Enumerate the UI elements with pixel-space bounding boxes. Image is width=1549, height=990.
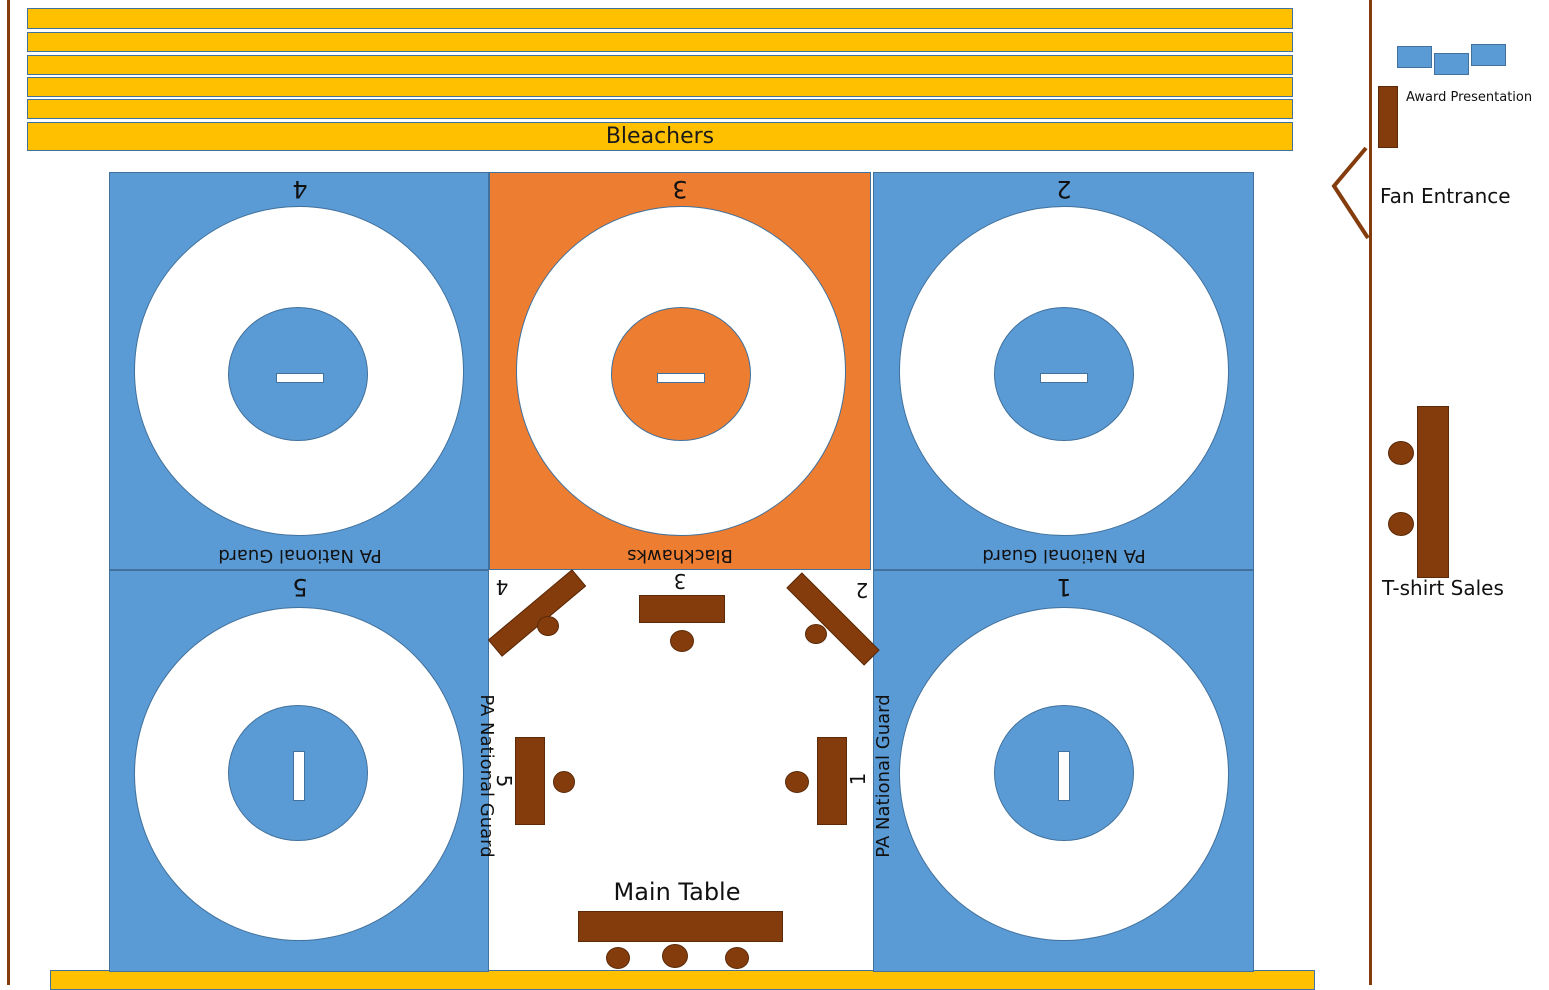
mat-4: 4 PA National Guard bbox=[109, 172, 489, 570]
scorer-table-3 bbox=[639, 595, 725, 623]
bleacher-row-bottom bbox=[50, 970, 1315, 990]
bleacher-row bbox=[27, 32, 1293, 52]
seat bbox=[606, 947, 630, 969]
table-number-4: 4 bbox=[495, 575, 509, 599]
bleachers-label: Bleachers bbox=[27, 122, 1293, 151]
award-presentation-label: Award Presentation bbox=[1406, 90, 1533, 105]
bleacher-row bbox=[27, 99, 1293, 119]
seat bbox=[1388, 512, 1414, 536]
wrestling-circle bbox=[516, 206, 846, 536]
bleacher-row bbox=[27, 55, 1293, 75]
award-table bbox=[1378, 86, 1398, 148]
table-number-1: 1 bbox=[846, 772, 870, 786]
sponsor-label: Blackhawks bbox=[627, 545, 733, 566]
award-podium-left bbox=[1397, 46, 1432, 68]
seat bbox=[785, 771, 809, 793]
mat-number: 5 bbox=[292, 573, 308, 601]
fan-entrance-label: Fan Entrance bbox=[1380, 184, 1511, 208]
wrestling-circle bbox=[134, 607, 464, 941]
table-number-2: 2 bbox=[855, 578, 869, 602]
seat bbox=[805, 624, 827, 644]
table-number-5: 5 bbox=[492, 774, 516, 788]
mat-number: 4 bbox=[292, 175, 308, 203]
seat bbox=[662, 944, 688, 968]
table-number-3: 3 bbox=[673, 569, 687, 593]
bleacher-row bbox=[27, 8, 1293, 29]
award-podium-center bbox=[1434, 53, 1469, 75]
mat-number: 1 bbox=[1056, 573, 1072, 601]
starting-line bbox=[1058, 751, 1070, 801]
starting-line bbox=[657, 373, 705, 383]
mat-1: 1 PA National Guard bbox=[873, 570, 1254, 972]
right-wall bbox=[1369, 0, 1372, 985]
mat-number: 2 bbox=[1056, 175, 1072, 203]
mat-5: 5 PA National Guard bbox=[109, 570, 497, 972]
sponsor-label: PA National Guard bbox=[218, 545, 382, 566]
award-podium-right bbox=[1471, 44, 1506, 66]
seat bbox=[553, 771, 575, 793]
scorer-table-5 bbox=[515, 737, 545, 825]
starting-line bbox=[276, 373, 324, 383]
bleacher-row bbox=[27, 77, 1293, 97]
tshirt-sales-label: T-shirt Sales bbox=[1382, 576, 1504, 600]
mat-2: 2 PA National Guard bbox=[873, 172, 1254, 570]
tshirt-table bbox=[1417, 406, 1449, 578]
fan-entrance-icon bbox=[1331, 146, 1370, 240]
starting-line bbox=[293, 751, 305, 801]
starting-line bbox=[1040, 373, 1088, 383]
seat bbox=[537, 616, 559, 636]
mat-number: 3 bbox=[672, 175, 688, 203]
scorer-table-1 bbox=[817, 737, 847, 825]
seat bbox=[1388, 441, 1414, 465]
main-table-label: Main Table bbox=[613, 878, 741, 906]
main-table bbox=[578, 911, 783, 942]
sponsor-label: PA National Guard bbox=[982, 545, 1146, 566]
mat-3: 3 Blackhawks bbox=[489, 172, 871, 570]
seat bbox=[725, 947, 749, 969]
seat bbox=[670, 630, 694, 652]
sponsor-label: PA National Guard bbox=[873, 694, 894, 858]
left-wall bbox=[7, 0, 10, 985]
